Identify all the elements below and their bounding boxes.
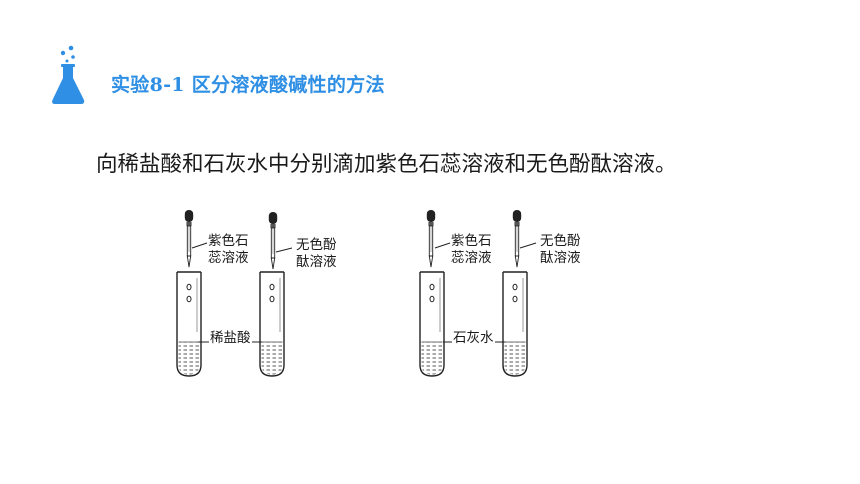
instruction-text: 向稀盐酸和石灰水中分别滴加紫色石蕊溶液和无色酚酞溶液。: [96, 152, 677, 177]
phenolphthalein-label-2: 无色酚 酞溶液: [540, 233, 581, 266]
phenolphthalein-label-1: 无色酚 酞溶液: [296, 237, 337, 270]
solution-label-limewater: 石灰水: [452, 330, 495, 347]
solution-label-hcl: 稀盐酸: [209, 330, 252, 347]
litmus-label-2: 紫色石 蕊溶液: [451, 233, 492, 266]
test-tube-2a: [419, 271, 445, 377]
slide-title: 实验8-1 区分溶液酸碱性的方法: [111, 74, 385, 96]
litmus-label-1: 紫色石 蕊溶液: [208, 233, 249, 266]
test-tube-2b: [502, 271, 528, 377]
test-tube-1b: [259, 271, 285, 377]
dropper-litmus-2: [426, 209, 436, 268]
dropper-litmus-1: [184, 209, 194, 268]
test-tube-1a: [176, 271, 202, 377]
dropper-phenolphthalein-1: [268, 211, 278, 270]
flask-icon: [52, 45, 85, 104]
dropper-phenolphthalein-2: [512, 209, 522, 268]
